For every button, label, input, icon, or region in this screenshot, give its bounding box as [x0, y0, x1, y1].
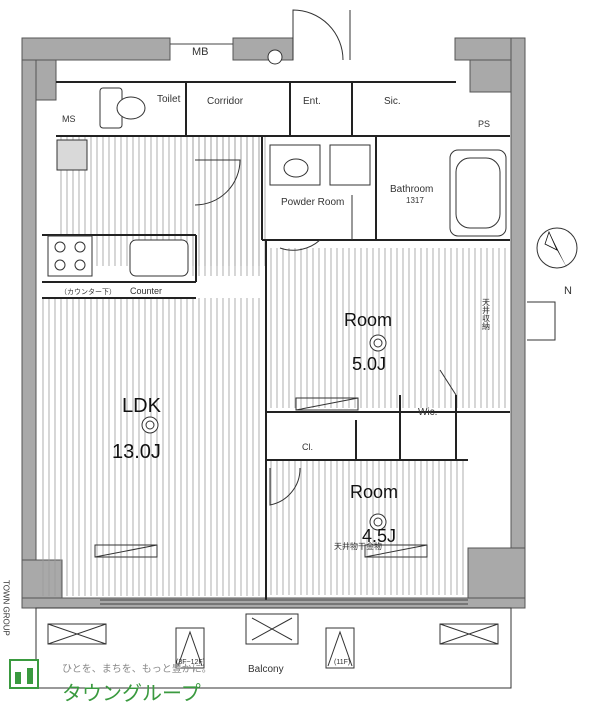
balcony	[35, 607, 512, 689]
ms-label: MS	[62, 114, 76, 124]
room2-name: Room	[350, 482, 398, 502]
mb-label: MB	[192, 46, 209, 58]
floor-hatching	[42, 136, 510, 596]
compass-n-label: N	[564, 285, 572, 297]
closet-label: Cl.	[302, 442, 313, 452]
windows	[100, 43, 468, 605]
entrance-label: Ent.	[303, 96, 321, 107]
room2-size: 4.5J	[362, 526, 396, 546]
closet-note-label: 天井収納	[482, 298, 491, 331]
inner-walls	[42, 81, 510, 600]
room1-name: Room	[344, 310, 392, 330]
fixture-symbols	[56, 49, 387, 531]
floor-note-right: (11F)	[334, 659, 350, 666]
wash-basin	[269, 144, 371, 186]
brand-logo: TOWN GROUP ひとを、まちを、もっと豊かに。 タウングループ	[2, 580, 212, 705]
ps-label: PS	[478, 119, 490, 129]
ceiling-dry-rack	[94, 397, 428, 558]
room1-size: 5.0J	[352, 354, 386, 374]
powder-room-label: Powder Room	[281, 197, 344, 208]
outer-walls	[21, 37, 526, 609]
brand-tagline: ひとを、まちを、もっと豊かに。	[62, 662, 212, 675]
ldk-size: 13.0J	[112, 441, 161, 463]
shoe-closet-label: Sic.	[384, 96, 401, 107]
bath-size-label: 1317	[406, 196, 424, 205]
compass	[536, 227, 578, 269]
floor-note-left: (3F~12F)	[176, 659, 205, 666]
corridor-label: Corridor	[207, 96, 244, 107]
counter-label: Counter	[130, 286, 162, 296]
bathroom-label: Bathroom	[390, 184, 433, 195]
kitchen-counter	[47, 235, 189, 277]
brand-name: タウングループ	[62, 681, 201, 705]
wic-label: Wic.	[418, 407, 437, 418]
doors	[194, 9, 556, 506]
brand-side-text: TOWN GROUP	[2, 580, 11, 636]
balcony-label: Balcony	[248, 664, 284, 675]
ldk-name: LDK	[122, 395, 162, 417]
toilet-label: Toilet	[157, 94, 181, 105]
toilet-fixture	[99, 87, 146, 129]
counter-note-label: （カウンター下）	[60, 287, 116, 296]
bathtub	[449, 149, 507, 237]
ceiling-dry-label: 天井物干金物	[334, 541, 382, 551]
